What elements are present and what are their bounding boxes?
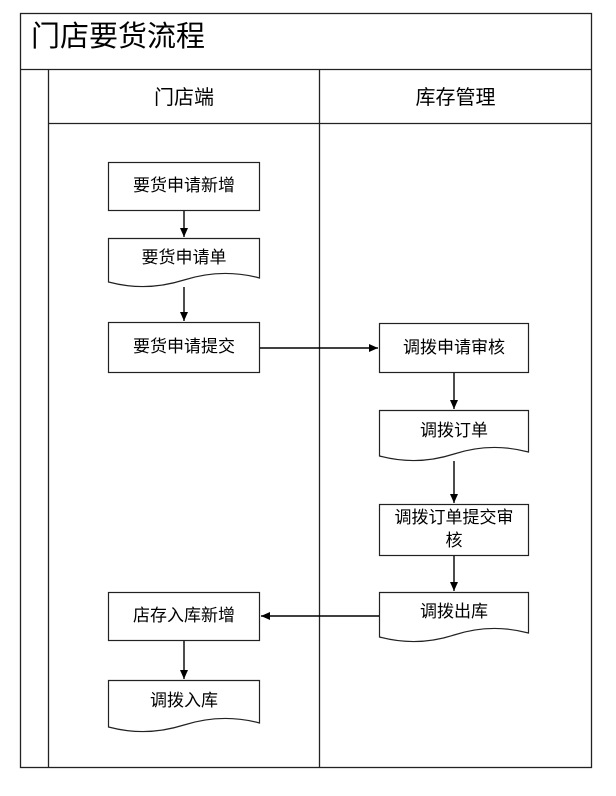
process-shape <box>107 161 261 212</box>
node-transfer-order-doc: 调拨订单 <box>420 420 488 441</box>
process-shape <box>107 591 261 642</box>
document-shape <box>378 409 530 462</box>
node-transfer-request-review: 调拨申请审核 <box>403 337 505 358</box>
document-shape <box>107 237 261 288</box>
diagram-title: 门店要货流程 <box>31 19 206 53</box>
lane-label-warehouse: 库存管理 <box>415 85 496 109</box>
node-transfer-order-submit-review: 调拨订单提交审核 <box>394 508 514 551</box>
node-requisition-create: 要货申请新增 <box>133 176 235 196</box>
document-shape <box>378 591 530 643</box>
node-store-inbound-create: 店存入库新增 <box>133 606 235 626</box>
process-shape <box>107 321 261 374</box>
process-shape <box>378 322 530 374</box>
process-shape <box>378 503 530 557</box>
node-transfer-outbound-doc: 调拨出库 <box>420 602 488 622</box>
node-transfer-inbound-doc: 调拨入库 <box>150 691 218 711</box>
pool-frame <box>19 12 593 769</box>
document-shape <box>107 679 261 733</box>
node-requisition-doc: 要货申请单 <box>141 247 227 268</box>
node-requisition-submit: 要货申请提交 <box>133 337 235 357</box>
lane-label-store: 门店端 <box>154 85 214 109</box>
